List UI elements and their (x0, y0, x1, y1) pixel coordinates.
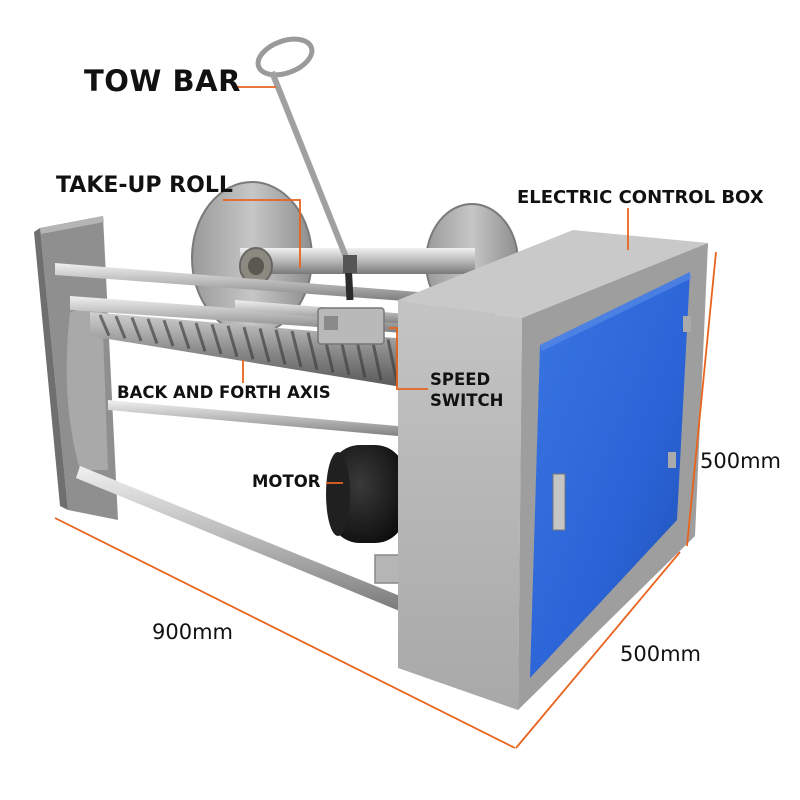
take-up-roll (191, 181, 519, 335)
speed-switch-label-line1: SPEED (430, 370, 491, 389)
motor (326, 445, 408, 584)
speed-switch-label: SPEED SWITCH (430, 369, 503, 411)
back-and-forth-axis-label: BACK AND FORTH AXIS (117, 383, 331, 402)
electric-control-box (398, 230, 708, 710)
width-dimension-label: 900mm (152, 620, 233, 644)
depth-dimension-label: 500mm (620, 642, 701, 666)
electric-control-box-label: ELECTRIC CONTROL BOX (517, 187, 764, 208)
lower-rods (76, 400, 420, 612)
dimension-lines (54, 251, 717, 749)
motor-label: MOTOR (252, 472, 321, 491)
take-up-roll-label: TAKE-UP ROLL (56, 173, 233, 198)
height-dimension-label: 500mm (700, 449, 781, 473)
leader-lines (223, 86, 629, 484)
left-side-plate (34, 216, 118, 520)
speed-switch-label-line2: SWITCH (430, 391, 504, 410)
tow-bar-label: TOW BAR (84, 64, 241, 98)
tow-bar (255, 36, 385, 345)
